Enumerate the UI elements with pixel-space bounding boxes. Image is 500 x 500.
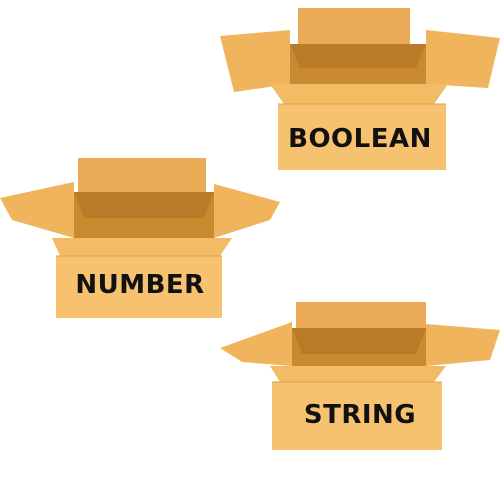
cardboard-box-icon bbox=[0, 158, 280, 318]
box-label-boolean: BOOLEAN bbox=[288, 124, 432, 154]
box-label-string: STRING bbox=[303, 400, 417, 430]
number-box: NUMBER bbox=[0, 158, 280, 328]
box-label-number: NUMBER bbox=[75, 270, 205, 300]
cardboard-box-icon bbox=[220, 302, 500, 450]
cardboard-box-icon bbox=[220, 8, 500, 170]
string-box: STRING bbox=[220, 302, 500, 472]
boolean-box: BOOLEAN bbox=[220, 8, 500, 178]
